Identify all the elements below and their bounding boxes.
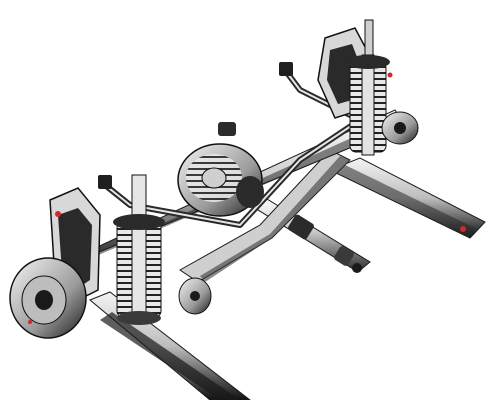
right-brake-drum bbox=[381, 111, 419, 145]
left-frame-rail bbox=[89, 291, 251, 400]
right-coil-spring bbox=[346, 54, 393, 156]
anti-roll-bar bbox=[98, 62, 363, 228]
left-coil-spring bbox=[113, 174, 165, 325]
differential-housing bbox=[177, 122, 264, 217]
right-frame-rail bbox=[328, 157, 486, 239]
hub-bracket bbox=[178, 277, 212, 315]
left-brake-drum bbox=[9, 257, 87, 339]
